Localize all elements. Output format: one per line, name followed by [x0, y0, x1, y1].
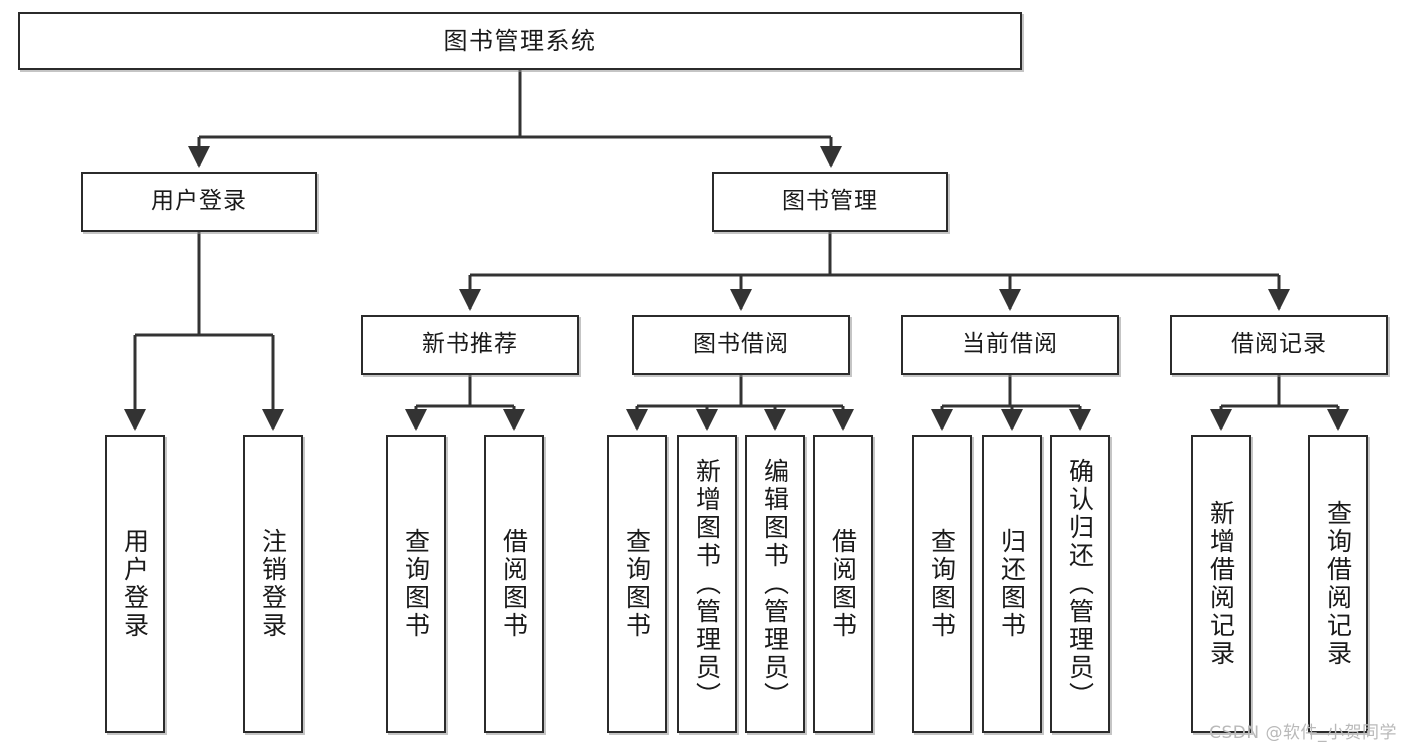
- leaf-borrow-book-recommend[interactable]: 借阅图书: [484, 435, 544, 733]
- leaf-add-borrow-record-label: 新增借阅记录: [1206, 500, 1236, 668]
- node-book-borrow[interactable]: 图书借阅: [632, 315, 850, 375]
- leaf-query-book-recommend[interactable]: 查询图书: [386, 435, 446, 733]
- leaf-add-book-admin-label: 新增图书（管理员）: [692, 458, 722, 710]
- leaf-borrow-book-label: 借阅图书: [828, 528, 858, 640]
- leaf-confirm-return-admin[interactable]: 确认归还（管理员）: [1050, 435, 1110, 733]
- leaf-query-book-current[interactable]: 查询图书: [912, 435, 972, 733]
- node-new-book-recommend[interactable]: 新书推荐: [361, 315, 579, 375]
- leaf-borrow-book[interactable]: 借阅图书: [813, 435, 873, 733]
- node-user-login[interactable]: 用户登录: [81, 172, 317, 232]
- node-new-book-recommend-label: 新书推荐: [422, 331, 518, 358]
- leaf-confirm-return-admin-label: 确认归还（管理员）: [1065, 458, 1095, 710]
- node-root[interactable]: 图书管理系统: [18, 12, 1022, 70]
- node-borrow-record-label: 借阅记录: [1231, 331, 1327, 358]
- node-book-borrow-label: 图书借阅: [693, 331, 789, 358]
- leaf-query-book[interactable]: 查询图书: [607, 435, 667, 733]
- leaf-return-book-label: 归还图书: [997, 528, 1027, 640]
- leaf-add-book-admin[interactable]: 新增图书（管理员）: [677, 435, 737, 733]
- node-current-borrow-label: 当前借阅: [962, 331, 1058, 358]
- leaf-add-borrow-record[interactable]: 新增借阅记录: [1191, 435, 1251, 733]
- leaf-query-book-label: 查询图书: [622, 528, 652, 640]
- leaf-borrow-book-recommend-label: 借阅图书: [499, 528, 529, 640]
- leaf-query-borrow-record-label: 查询借阅记录: [1323, 500, 1353, 668]
- leaf-user-login[interactable]: 用户登录: [105, 435, 165, 733]
- node-book-management[interactable]: 图书管理: [712, 172, 948, 232]
- leaf-edit-book-admin-label: 编辑图书（管理员）: [760, 458, 790, 710]
- leaf-user-logout-label: 注销登录: [258, 528, 288, 640]
- leaf-user-logout[interactable]: 注销登录: [243, 435, 303, 733]
- leaf-edit-book-admin[interactable]: 编辑图书（管理员）: [745, 435, 805, 733]
- watermark-text: CSDN @软件_小贺同学: [1209, 723, 1397, 743]
- leaf-query-book-current-label: 查询图书: [927, 528, 957, 640]
- node-user-login-label: 用户登录: [151, 188, 247, 215]
- node-book-management-label: 图书管理: [782, 188, 878, 215]
- node-borrow-record[interactable]: 借阅记录: [1170, 315, 1388, 375]
- leaf-return-book[interactable]: 归还图书: [982, 435, 1042, 733]
- leaf-query-book-recommend-label: 查询图书: [401, 528, 431, 640]
- leaf-query-borrow-record[interactable]: 查询借阅记录: [1308, 435, 1368, 733]
- leaf-user-login-label: 用户登录: [120, 528, 150, 640]
- node-root-label: 图书管理系统: [443, 26, 597, 55]
- node-current-borrow[interactable]: 当前借阅: [901, 315, 1119, 375]
